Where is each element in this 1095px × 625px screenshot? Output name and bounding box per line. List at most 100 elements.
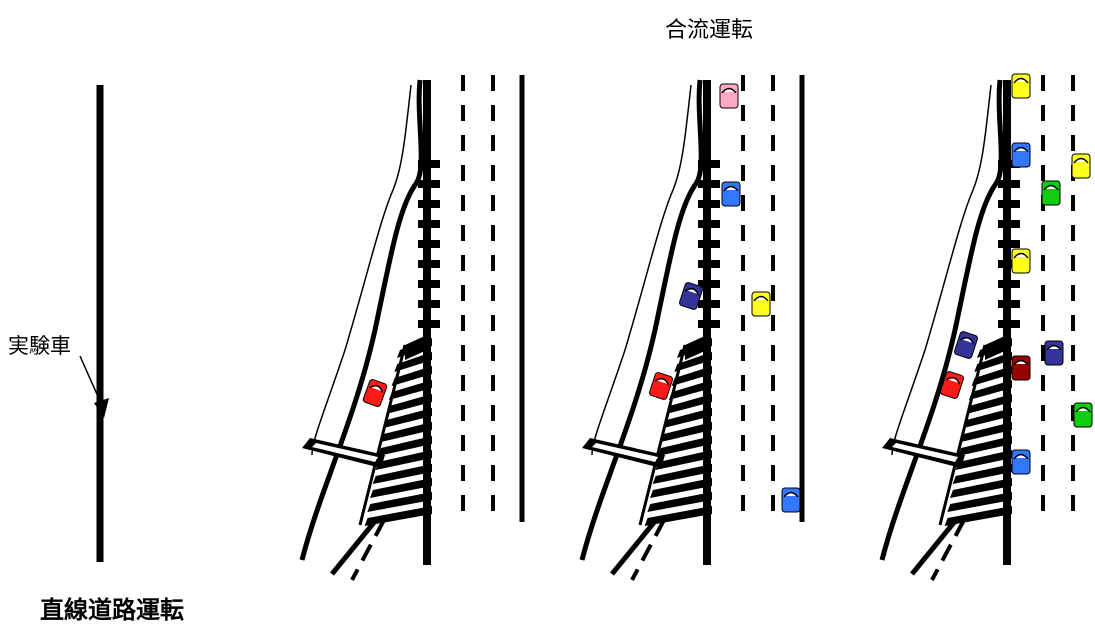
zebra-stripe [952,464,1012,484]
car-yellow [1011,248,1031,274]
accel-lane-marker [698,320,720,328]
ramp-thin-edge [311,84,412,456]
zebra-stripe [977,338,1012,358]
accel-lane-marker [998,200,1020,208]
accel-lane-marker [418,160,440,168]
zebra-stripe [966,394,1012,414]
car-blue [1011,449,1031,475]
car-windshield [1013,146,1029,153]
accel-lane-marker [998,160,1020,168]
accel-lane-marker [698,240,720,248]
accel-lane-marker [998,280,1020,288]
overpass-gap [312,443,378,462]
car-body [1011,73,1031,99]
car-glass [786,493,796,496]
car-red [940,371,964,399]
zebra-stripe [950,478,1012,498]
accel-lane-marker [418,320,440,328]
zebra-stripe [974,352,1012,372]
car-glass [1046,186,1056,189]
car-windshield [945,376,961,385]
straight-road-scene [79,85,109,562]
ramp-outer-edge [879,79,1004,561]
car-body [721,181,741,207]
zebra-stripe [955,450,1012,470]
overpass-gap [892,443,958,462]
gore-zebra-area [938,335,1012,526]
car-windshield [753,295,769,302]
car-navy [679,282,703,310]
car-yellow [751,291,771,317]
car-red [649,372,673,400]
zebra-stripe [674,352,712,372]
zebra-stripe [388,380,432,400]
car-windshield [654,377,670,386]
car-glass [948,378,958,383]
car-windshield [1013,77,1029,84]
car-body [1011,248,1031,274]
zebra-stripe [947,492,1012,512]
car-body [1071,153,1091,179]
car-windshield [1046,344,1062,351]
zebra-stripe [375,450,432,470]
car-windshield [1073,157,1089,164]
ramp-inner-edge [610,518,658,576]
ramp-inner-edge [330,518,378,576]
car-windshield [1075,406,1091,413]
ramp-outer-edge [579,79,704,561]
zebra-stripe [960,422,1012,442]
scene-merge-heavy-traffic [879,73,1093,581]
car-body [679,282,703,310]
accel-lane-marker [418,240,440,248]
car-windshield [721,87,737,94]
zebra-stripe [655,450,712,470]
zebra-stripe [378,436,432,456]
gore-zebra-area [358,335,432,526]
car-green [1041,180,1061,206]
car-body [1073,402,1093,428]
car-navy [1044,340,1064,366]
accel-lane-marker [418,260,440,268]
car-windshield [959,336,975,345]
car-glass [1016,148,1026,151]
scene-merge-light-traffic [579,75,805,581]
zebra-stripe [963,408,1012,428]
zebra-stripe [668,380,712,400]
car-windshield [684,287,700,296]
test-car-label: 実験車 [8,334,71,358]
car-blue [721,181,741,207]
zebra-stripe [372,464,432,484]
scene-merge-empty [299,75,525,581]
car-glass [1078,408,1088,411]
car-windshield [1013,252,1029,259]
zebra-stripe [370,478,432,498]
car-windshield [369,384,384,393]
merge-title: 合流運転 [665,18,754,43]
accel-lane-marker [418,180,440,188]
accel-lane-marker [998,180,1020,188]
car-glass [1016,455,1026,458]
car-windshield [783,491,799,498]
car-glass [726,187,736,190]
car-yellow [1071,153,1091,179]
accel-lane-marker [418,300,440,308]
zebra-left-edge [938,344,987,526]
test-car-arrowhead [94,398,109,418]
zebra-stripe [944,506,1012,526]
zebra-stripe [958,436,1012,456]
accel-lane-marker [418,200,440,208]
accel-lane-marker [698,220,720,228]
zebra-stripe [644,506,712,526]
car-body [649,372,673,400]
car-glass [657,379,667,384]
car-glass [371,386,382,391]
zebra-stripe [652,464,712,484]
car-glass [1016,254,1026,257]
gore-zebra-area [638,335,712,526]
accel-lane-marker [998,260,1020,268]
accel-lane-marker [998,240,1020,248]
accel-lane-marker [698,280,720,288]
zebra-stripe [677,338,712,358]
car-red [362,378,388,408]
